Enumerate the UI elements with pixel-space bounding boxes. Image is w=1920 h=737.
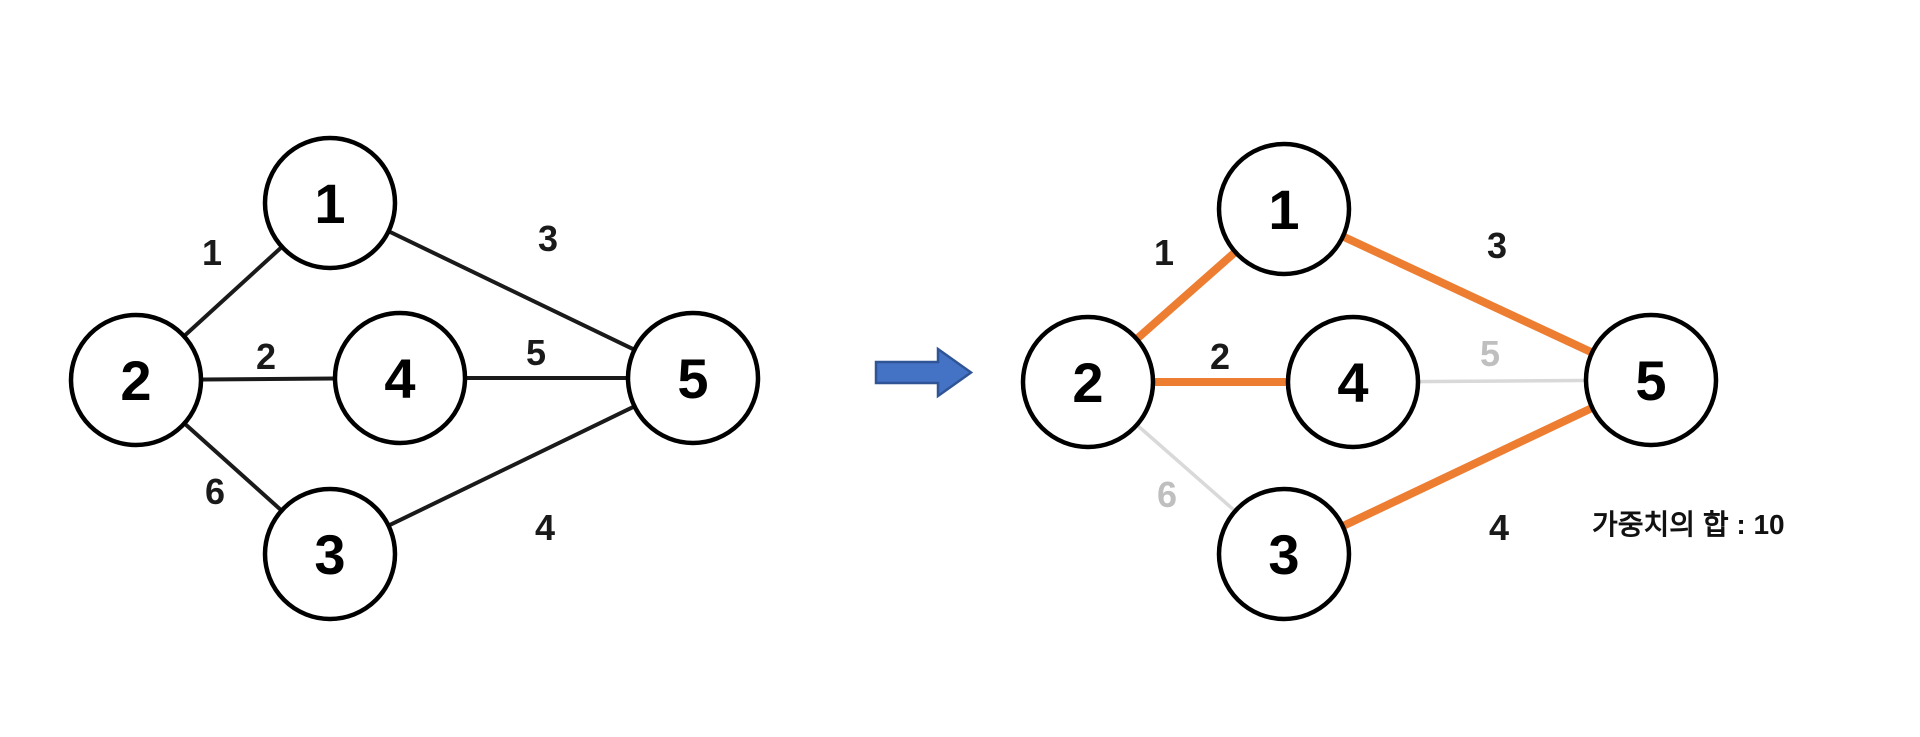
weight-label-1-2: 1 (202, 232, 222, 273)
weight-label-3-5: 4 (1489, 507, 1509, 548)
weight-label-1-5: 3 (538, 218, 558, 259)
node-3-label: 3 (314, 523, 345, 586)
node-3-circle (1216, 486, 1352, 622)
node-1-circle (1216, 141, 1352, 277)
graph-original: 1 3 2 5 6 4 1 2 3 4 5 (68, 135, 761, 622)
weight-label-2-3: 6 (205, 471, 225, 512)
node-4-label: 4 (1337, 351, 1368, 414)
node-1-label: 1 (1268, 178, 1299, 241)
node-2-label: 2 (120, 349, 151, 412)
edge-1-5-selected (1282, 205, 1653, 384)
weight-label-2-3: 6 (1157, 474, 1177, 515)
node-2-circle (1020, 314, 1156, 450)
weight-sum-caption: 가중치의 합 : 10 (1592, 509, 1785, 540)
transform-right-arrow-icon (874, 346, 974, 399)
node-5-label: 5 (677, 347, 708, 410)
weight-label-1-5: 3 (1487, 225, 1507, 266)
node-1-label: 1 (314, 172, 345, 235)
node-2-label: 2 (1072, 351, 1103, 414)
node-4-circle (1285, 314, 1421, 450)
node-5-circle (1583, 312, 1719, 448)
edge-3-5-selected (1282, 376, 1653, 558)
node-2-circle (68, 312, 204, 448)
weight-label-1-2: 1 (1154, 232, 1174, 273)
graph-mst: 1 3 2 5 6 4 1 2 3 4 5 (1020, 141, 1719, 622)
weight-label-2-4: 2 (1210, 336, 1230, 377)
node-5-circle (625, 310, 761, 446)
node-5-label: 5 (1635, 349, 1666, 412)
weight-label-2-4: 2 (256, 336, 276, 377)
weight-label-3-5: 4 (535, 507, 555, 548)
weight-label-4-5: 5 (1480, 333, 1500, 374)
weight-label-4-5: 5 (526, 332, 546, 373)
node-4-circle (332, 310, 468, 446)
node-3-circle (262, 486, 398, 622)
node-4-label: 4 (384, 347, 415, 410)
node-1-circle (262, 135, 398, 271)
node-3-label: 3 (1268, 523, 1299, 586)
